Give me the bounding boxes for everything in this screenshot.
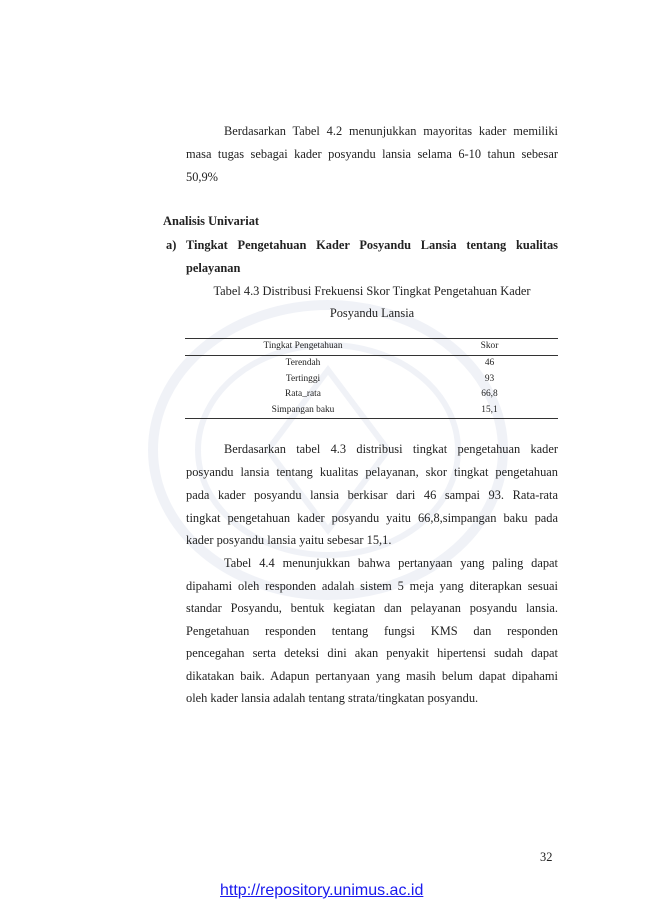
table-row: Terendah 46 [185, 356, 558, 372]
paragraph-table44-line5: pencegahan serta deteksi dini akan penya… [186, 646, 558, 660]
table-cell-value: 66,8 [481, 389, 498, 399]
table-cell-value: 15,1 [421, 402, 558, 419]
table-cell-value: 93 [484, 373, 495, 384]
repository-link[interactable]: http://repository.unimus.ac.id [220, 882, 424, 899]
table-cell-label: Terendah [285, 358, 321, 368]
statistics-table: Tingkat Pengetahuan Skor Terendah 46 Ter… [185, 338, 558, 419]
paragraph-table44-line4: Pengetahuan responden tentang fungsi KMS… [186, 624, 558, 638]
paragraph-analysis-line3: pada kader posyandu lansia berkisar dari… [186, 488, 558, 502]
paragraph-table44-line1: Tabel 4.4 menunjukkan bahwa pertanyaan y… [224, 556, 558, 570]
table-row: Rata_rata 66,8 [185, 387, 558, 403]
table-cell-value: 46 [484, 358, 495, 368]
paragraph-analysis-line5: kader posyandu lansia yaitu sebesar 15,1… [186, 533, 392, 547]
subheading-line1: Tingkat Pengetahuan Kader Posyandu Lansi… [186, 238, 558, 252]
paragraph-analysis-line1: Berdasarkan tabel 4.3 distribusi tingkat… [224, 442, 558, 456]
paragraph-analysis-line4: tingkat pengetahuan kader posyandu yaitu… [186, 511, 558, 525]
paragraph-table44-line2: dipahami oleh responden adalah sistem 5 … [186, 579, 558, 593]
paragraph-intro-line1: Berdasarkan Tabel 4.2 menunjukkan mayori… [224, 124, 558, 138]
subheading-marker: a) [166, 238, 177, 252]
section-heading: Analisis Univariat [163, 214, 260, 228]
paragraph-table44-line7: oleh kader lansia adalah tentang strata/… [186, 691, 479, 705]
paragraph-table44-line6: dikatakan baik. Adapun pertanyaan yang m… [186, 669, 558, 683]
table-caption-line2: Posyandu Lansia [329, 306, 415, 320]
table-row: Simpangan baku 15,1 [185, 402, 558, 419]
paragraph-table44-line3: standar Posyandu, bentuk kegiatan dan pe… [186, 601, 558, 615]
table-cell-label: Tertinggi [285, 373, 321, 384]
table-cell-label: Simpangan baku [185, 402, 421, 419]
table-cell-label: Rata_rata [285, 389, 321, 399]
table-header-level: Tingkat Pengetahuan [185, 338, 421, 356]
table-caption-line1: Tabel 4.3 Distribusi Frekuensi Skor Ting… [213, 284, 531, 298]
paragraph-intro-line3: 50,9% [186, 170, 219, 184]
paragraph-intro-line2: masa tugas sebagai kader posyandu lansia… [186, 147, 558, 161]
table-header-score: Skor [421, 338, 558, 356]
page-number: 32 [540, 850, 553, 864]
table-row: Tertinggi 93 [185, 372, 558, 388]
paragraph-analysis-line2: posyandu lansia tentang kualitas pelayan… [186, 465, 558, 479]
subheading-line2: pelayanan [186, 261, 241, 275]
table-header-row: Tingkat Pengetahuan Skor [185, 338, 558, 356]
